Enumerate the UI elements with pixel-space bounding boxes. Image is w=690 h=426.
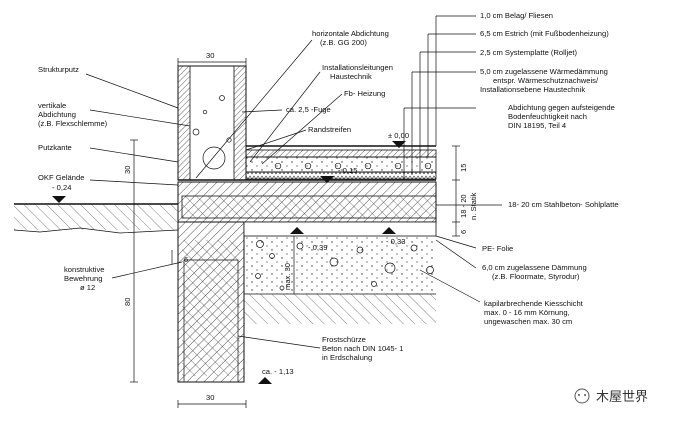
dim-top-30: 30 [206,51,214,60]
level-pm000: ± 0,00 [388,131,409,140]
label-horiz-2: (z.B. GG 200) [320,38,367,47]
wall-block [177,65,247,181]
label-frost-1: Frostschürze [322,335,366,344]
level-marker [52,196,66,203]
watermark: 木屋世界 [574,388,648,405]
label-konstr-3: ø 12 [80,283,95,292]
label-kies-1: kapilarbrechende Kiesschicht [484,299,584,308]
level-marker [392,141,406,148]
floor-layers [245,145,437,180]
label-strukturputz: Strukturputz [38,65,79,74]
dim-left-80: 80 [123,298,132,306]
label-horiz-1: horizontale Abdichtung [312,29,389,38]
frost-apron [177,221,245,383]
dim-r15: 15 [459,164,468,172]
label-waerme-3: Installationsebene Haustechnik [480,85,585,94]
label-frost-2: Beton nach DIN 1045- 1 [322,344,403,353]
label-estrich: 6,5 cm Estrich (mit Fußbodenheizung) [480,29,609,38]
label-fuge: ca. 2,5 -Fuge [286,105,331,114]
dim-left-30: 30 [123,166,132,174]
label-vertikale-3: (z.B. Flexschlemme) [38,119,108,128]
label-kies-3: ungewaschen max. 30 cm [484,317,572,326]
label-pe: PE- Folie [482,244,513,253]
label-system: 2,5 cm Systemplatte (Rolljet) [480,48,578,57]
level-marker [258,377,272,384]
label-randstreifen: Randstreifen [308,125,351,134]
label-waerme-2: entspr. Wärmeschutznachweis/ [493,76,599,85]
label-vertikale-1: vertikale [38,101,66,110]
label-okf-1: OKF Gelände [38,173,84,182]
label-putzkante: Putzkante [38,143,72,152]
label-abdicht-1: Abdichtung gegen aufsteigende [508,103,615,112]
level-marker [320,176,334,183]
label-install-2: Haustechnik [330,72,372,81]
level-m033: - 0,33 [386,237,405,246]
insulation-gravel [243,221,437,295]
label-waerme-1: 5,0 cm zugelassene Wärmedämmung [480,67,608,76]
slab [177,179,437,223]
dimension-lines [130,58,460,408]
label-belag: 1,0 cm Belag/ Fliesen [480,11,553,20]
label-vertikale-2: Abdichtung [38,110,76,119]
level-m113: ca. - 1,13 [262,367,294,376]
level-marker [382,227,396,234]
dim-max30: max. 30 [283,263,292,290]
label-daemm-2: (z.B. Floormate, Styrodur) [492,272,580,281]
label-abdicht-2: Bodenfeuchtigkeit nach [508,112,587,121]
label-abdicht-3: DIN 18195, Teil 4 [508,121,566,130]
dim-rstatik: n. Statik [469,192,478,220]
dim-bottom-30: 30 [206,393,214,402]
watermark-text: 木屋世界 [596,390,648,405]
label-fb: Fb- Heizung [344,89,385,98]
wechat-icon [574,388,590,404]
label-sohlplatte: 18- 20 cm Stahlbeton- Sohlplatte [508,200,619,209]
label-kies-2: max. 0 - 16 mm Körnung, [484,308,570,317]
label-frost-3: in Erdschalung [322,353,372,362]
leader-lines [85,15,502,349]
level-marker [290,227,304,234]
dim-r6: 6 [459,230,468,234]
label-daemm-1: 6,0 cm zugelassene Dämmung [482,263,587,272]
level-m039: - 0,39 [308,243,327,252]
label-konstr-1: konstruktive [64,265,105,274]
level-m015: - 0,15 [338,166,357,175]
ground [13,203,436,324]
label-okf-2: - 0,24 [52,183,71,192]
label-install-1: Installationsleitungen [322,63,393,72]
dim-left-6: 6 [184,255,188,264]
dim-r1820: 18 - 20 [459,194,468,218]
label-konstr-2: Bewehrung [64,274,102,283]
